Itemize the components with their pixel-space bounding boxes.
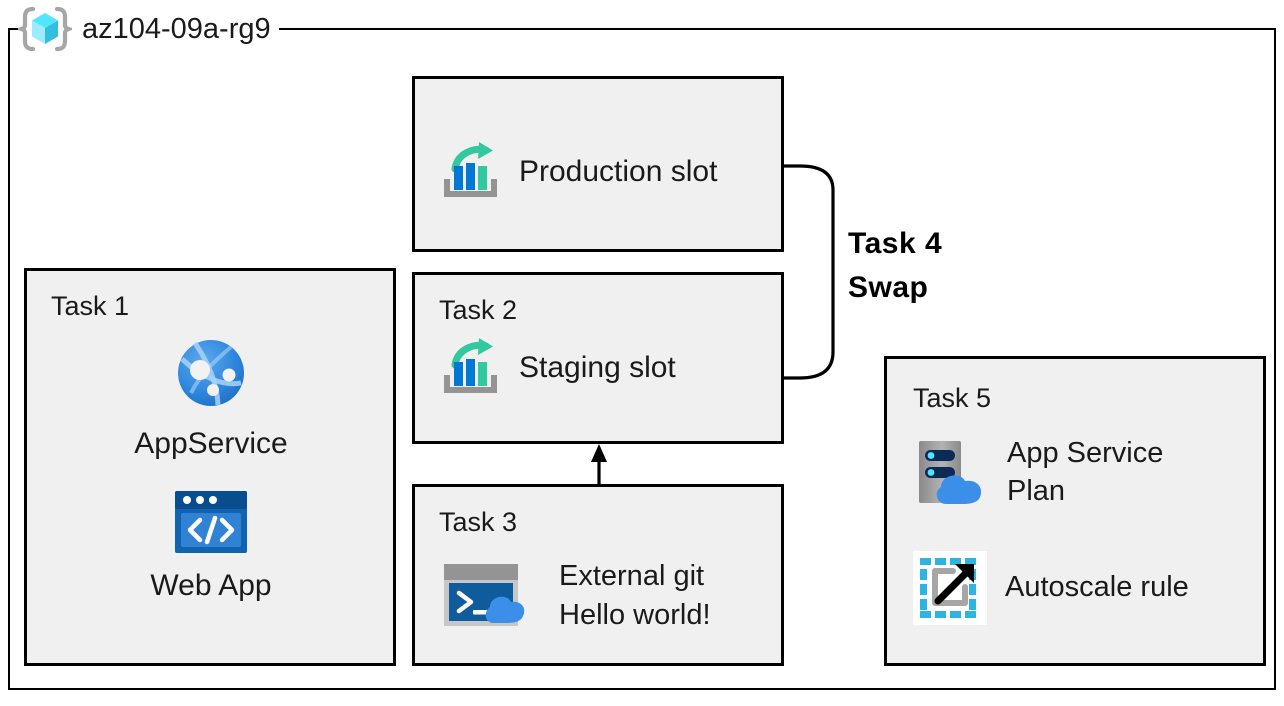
app-service-globe-icon: [171, 333, 251, 413]
external-git-label: External git Hello world!: [559, 560, 711, 632]
resource-group-cube-icon: [18, 5, 72, 53]
autoscale-rule-row: Autoscale rule: [913, 551, 1189, 625]
production-slot-label: Production slot: [519, 155, 718, 188]
staging-slot-label: Staging slot: [519, 351, 676, 384]
production-slot-row: Production slot: [443, 141, 717, 203]
production-slot-box[interactable]: Production slot: [412, 76, 784, 252]
staging-slot-row: Staging slot: [443, 337, 676, 399]
app-service-plan-icon: [913, 437, 989, 509]
deployment-slot-icon: [443, 141, 505, 203]
resource-group-name: az104-09a-rg9: [82, 12, 271, 45]
autoscale-rule-icon: [913, 551, 987, 625]
task2-title: Task 2: [439, 295, 518, 325]
web-app-browser-icon: [172, 489, 250, 555]
task1-title: Task 1: [51, 291, 130, 321]
cloud-shell-icon: [441, 560, 533, 632]
task4-swap-label: Task 4 Swap: [848, 227, 943, 304]
autoscale-rule-label: Autoscale rule: [1005, 571, 1189, 604]
app-service-item: AppService: [111, 333, 311, 461]
external-git-row: External git Hello world!: [441, 557, 711, 635]
task5-box[interactable]: Task 5: [884, 356, 1266, 666]
deployment-slot-icon: [443, 337, 505, 399]
task1-box[interactable]: Task 1: [24, 268, 396, 666]
web-app-label: Web App: [150, 569, 272, 602]
task2-box[interactable]: Task 2 Staging slot: [412, 272, 784, 444]
app-service-plan-row: App Service Plan: [913, 435, 1207, 510]
task3-box[interactable]: Task 3 External git Hello world!: [412, 484, 784, 666]
web-app-item: Web App: [111, 489, 311, 603]
task5-title: Task 5: [913, 383, 992, 413]
resource-group-header: az104-09a-rg9: [18, 3, 279, 55]
app-service-plan-label: App Service Plan: [1007, 437, 1164, 507]
task3-title: Task 3: [439, 507, 518, 537]
resource-group-container: [8, 28, 1276, 690]
app-service-label: AppService: [134, 427, 288, 460]
